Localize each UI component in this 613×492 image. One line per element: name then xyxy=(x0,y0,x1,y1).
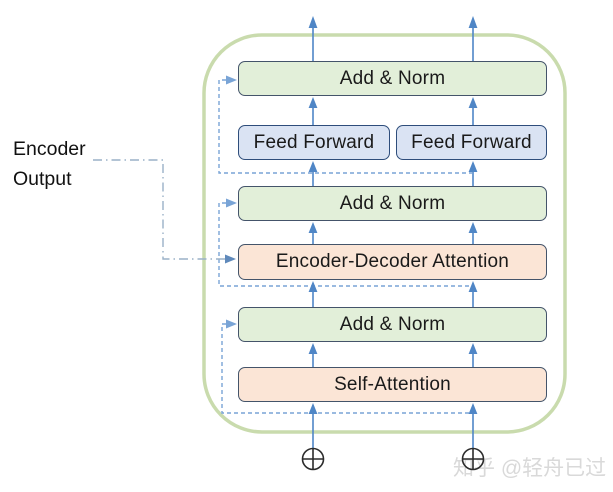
encoder-output-label-line2: Output xyxy=(13,168,72,190)
feed-forward-box-right: Feed Forward xyxy=(396,125,547,160)
encoder-output-arrowhead-icon xyxy=(225,254,236,264)
add-norm-box-bottom: Add & Norm xyxy=(238,307,547,342)
add-norm-box-top: Add & Norm xyxy=(238,61,547,96)
residual-top-arrowhead-icon xyxy=(226,75,237,85)
decoder-container-outline xyxy=(202,33,567,434)
encoder-decoder-attention-box: Encoder-Decoder Attention xyxy=(238,244,547,280)
residual-connection-bottom xyxy=(221,323,472,414)
self-attention-box: Self-Attention xyxy=(238,367,547,402)
residual-middle-arrowhead-icon xyxy=(226,198,237,208)
residual-connection-top xyxy=(218,79,472,174)
encoder-output-label-line1: Encoder xyxy=(13,138,86,160)
flow-arrowheads-left xyxy=(308,16,318,414)
residual-bottom-arrowhead-icon xyxy=(226,319,237,329)
add-norm-box-middle: Add & Norm xyxy=(238,186,547,221)
circled-plus-icon xyxy=(461,447,485,471)
residual-connection-middle xyxy=(218,202,472,287)
encoder-output-line xyxy=(93,159,225,260)
circled-plus-icon xyxy=(301,447,325,471)
flow-arrowheads-right xyxy=(468,16,478,414)
feed-forward-box-left: Feed Forward xyxy=(238,125,390,160)
encoder-output-label: Encoder Output xyxy=(13,134,86,194)
watermark: 知乎 @轻舟已过 xyxy=(453,457,607,480)
